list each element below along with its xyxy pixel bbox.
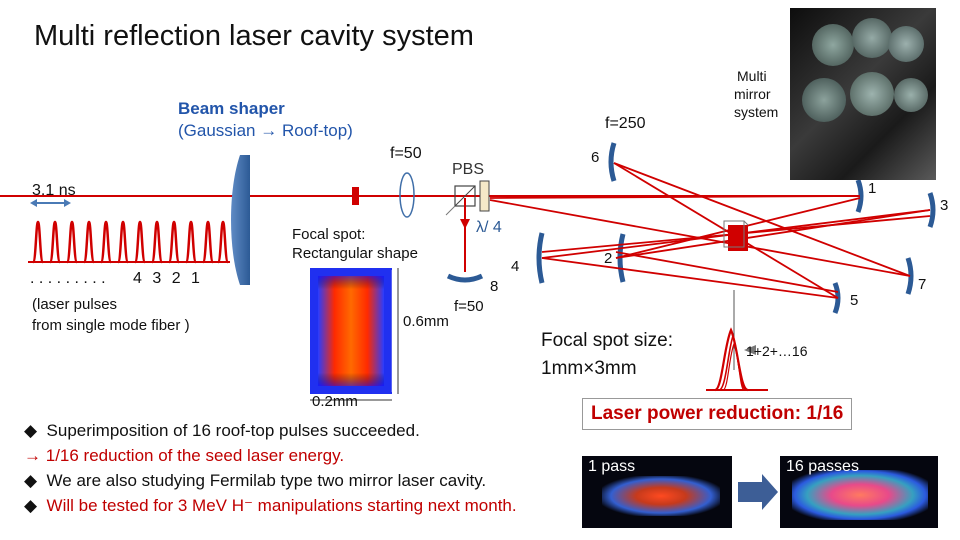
beam-shaper-subtitle: (Gaussian → Roof-top) [178,121,353,140]
mirror-1 [855,179,864,213]
pulse-width-label: 3.1 ns [32,182,76,199]
focal-size-2: 1mm×3mm [541,358,637,379]
sum-arrow [744,345,756,355]
f50-top-label: f=50 [390,145,422,162]
dimension-06: 0.6mm [403,313,449,330]
mirror-4 [536,232,545,284]
mirror-4-label: 4 [511,258,520,275]
dimension-02: 0.2mm [312,393,358,410]
diamond-bullet-icon: ◆ [24,421,38,440]
multi-mirror-label-2: mirror [734,86,771,102]
reflection-beams [489,162,931,299]
focal-spot-label-1: Focal spot: [292,226,366,243]
f50-bottom-label: f=50 [454,298,484,315]
diamond-bullet-icon: ◆ [24,496,38,515]
arrow-right [738,474,778,510]
diamond-bullet-icon: ◆ [24,471,38,490]
fiber-note-1: (laser pulses [32,296,118,313]
beam-shaper-heading: Beam shaper [178,99,285,118]
mirror-8-label: 8 [490,278,499,295]
focal-size-1: Focal spot size: [541,330,673,351]
f250-label: f=250 [605,115,646,132]
summed-pulse-graph [706,327,768,392]
sixteen-pass-label: 16 passes [786,458,859,475]
multi-mirror-label-1: Multi [737,68,767,84]
pulse-train [28,220,230,264]
mirror-2-label: 2 [604,250,613,267]
summary-list: ◆ Superimposition of 16 roof-top pulses … [24,418,517,518]
mirror-6-label: 6 [591,149,600,166]
mirror-5-label: 5 [850,292,859,309]
dimension-arrows [310,268,399,401]
focal-spot-image [310,268,393,394]
page-title: Multi reflection laser cavity system [34,20,474,52]
beam-shaper-label: Beam shaper (Gaussian → Roof-top) [178,98,353,142]
mirror-8 [446,273,484,283]
detector-block [723,220,749,251]
pulse-dots: . . . . . . . . . [30,270,106,287]
sixteen-pass-image: 16 passes [780,456,938,528]
arrow-right-icon: → [24,446,41,465]
pulse-numbers: 4 3 2 1 [133,270,200,287]
arrow-right-icon: → [260,121,278,140]
summary-item-1: ◆ Superimposition of 16 roof-top pulses … [24,421,420,440]
beam-shaper-lens [231,155,250,285]
pulse-width-arrow [30,199,71,207]
mirror-7-label: 7 [918,276,927,293]
mirror-6 [608,142,617,182]
one-pass-label: 1 pass [588,458,636,475]
quarter-wave-plate [479,180,490,212]
fiber-note-2: from single mode fiber ) [32,317,190,334]
power-reduction-title: Laser power reduction: 1/16 [582,398,853,430]
mirror-3 [927,192,936,228]
multi-mirror-label-3: system [734,104,779,120]
sum-label: 1+2+…16 [746,343,808,359]
one-pass-image: 1 pass [582,456,732,528]
mirror-3-label: 3 [940,197,949,214]
lens-f50 [399,172,415,218]
focal-spot-label-2: Rectangular shape [292,245,418,262]
pbs-label: PBS [452,161,485,178]
multi-mirror-photo [790,8,936,180]
summary-item-2: → 1/16 reduction of the seed laser energ… [24,446,345,465]
focal-spot-marker [352,187,359,205]
summary-item-3: ◆ We are also studying Fermilab type two… [24,471,487,490]
mirror-7 [905,257,914,295]
summary-item-4: ◆ Will be tested for 3 MeV H⁻ manipulati… [24,496,517,515]
mirror-1-label: 1 [868,180,877,197]
lambda-4-label: λ/ 4 [476,219,502,236]
